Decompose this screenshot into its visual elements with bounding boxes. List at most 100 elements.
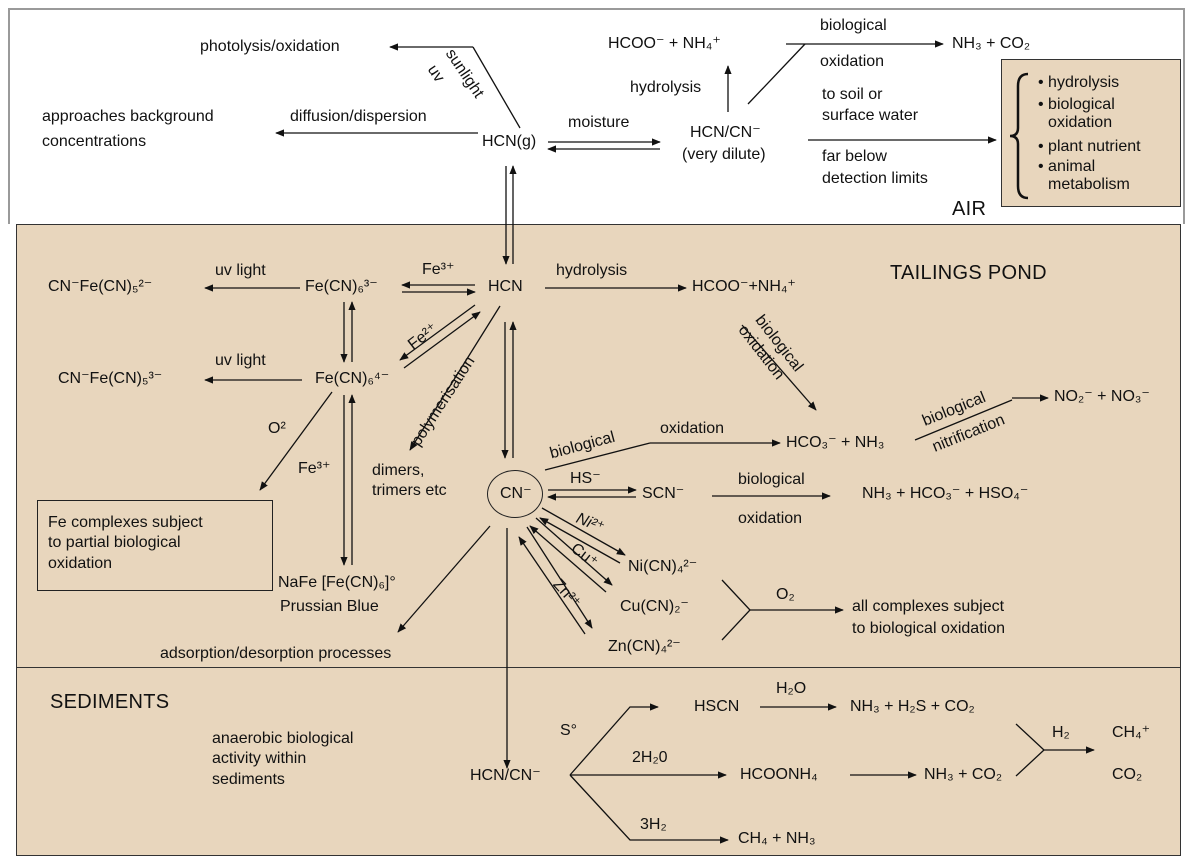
label-scn-bio-1: biological — [738, 471, 805, 488]
label-zn-cn4: Zn(CN)₄²⁻ — [608, 638, 681, 655]
arrow-pond-bio-oxidation — [741, 324, 817, 411]
label-ch4-plus: CH₄⁺ — [1112, 724, 1151, 741]
label-ch4-nh3: CH₄ + NH₃ — [738, 830, 816, 847]
brace — [1009, 72, 1029, 200]
arrow-o2-to-box — [259, 391, 333, 491]
fate-bullet-4: • animal metabolism — [1038, 158, 1158, 194]
label-fe-cn6-4: Fe(CN)₆⁴⁻ — [315, 370, 390, 387]
bio-oxidation-diagonal — [747, 43, 806, 105]
label-scn-bio-2: oxidation — [738, 510, 803, 527]
arrow-cu-to-cn — [529, 525, 607, 593]
label-pond-hcn: HCN — [488, 278, 523, 295]
label-nh3-hco3-hso4: NH₃ + HCO₃⁻ + HSO₄⁻ — [862, 485, 1029, 502]
label-fe3-top: Fe³⁺ — [422, 261, 455, 278]
nitrification-diag — [914, 399, 1013, 441]
label-fe-cn6-3: Fe(CN)₆³⁻ — [305, 278, 378, 295]
arrow-cn-to-cu — [535, 517, 613, 586]
fate-bullet-2: • biological oxidation — [1038, 96, 1158, 132]
label-cn-bio-2: oxidation — [660, 420, 725, 437]
label-fe3-left: Fe³⁺ — [298, 460, 331, 477]
label-prussian-1: NaFe [Fe(CN)₆]° — [278, 574, 396, 591]
label-air-region: AIR — [952, 198, 987, 220]
fe-complexes-box — [37, 500, 273, 591]
label-fe-box-1: Fe complexes subject — [48, 514, 203, 531]
label-all-complexes-2: to biological oxidation — [852, 620, 1005, 637]
label-sed-hcn-cn: HCN/CN⁻ — [470, 767, 541, 784]
label-o2-left: O² — [268, 420, 286, 437]
arrow-zn-to-cn — [518, 536, 586, 635]
arrow-fe2-b — [403, 311, 481, 369]
label-dimers-1: dimers, — [372, 462, 425, 479]
label-prussian-2: Prussian Blue — [280, 598, 379, 615]
label-anaer-1: anaerobic biological — [212, 730, 354, 747]
label-s0: S° — [560, 722, 578, 739]
label-pond-hcoo-nh4: HCOO⁻+NH₄⁺ — [692, 278, 796, 295]
arrow-fe2-a — [399, 304, 476, 361]
fate-bullet-3: • plant nutrient — [1038, 138, 1141, 155]
label-air-hydrolysis: hydrolysis — [630, 79, 702, 96]
label-moisture: moisture — [568, 114, 630, 131]
label-no2-no3: NO₂⁻ + NO₃⁻ — [1054, 388, 1150, 405]
label-anaer-3: sediments — [212, 771, 285, 788]
label-soil-2: surface water — [822, 107, 919, 124]
label-hs: HS⁻ — [570, 470, 601, 487]
label-background-1: approaches background — [42, 108, 214, 125]
label-o2: O₂ — [776, 586, 795, 603]
bio-oxidation-upper-diag — [544, 442, 651, 471]
label-h2o: H₂O — [776, 680, 807, 697]
cyanide-ion-circle — [487, 470, 543, 518]
label-adsorption: adsorption/desorption processes — [160, 645, 392, 662]
label-fe-box-3: oxidation — [48, 555, 113, 572]
label-detect-2: detection limits — [822, 170, 928, 187]
label-sediments-region: SEDIMENTS — [50, 691, 170, 713]
fate-hydrolysis: hydrolysis — [1048, 74, 1120, 91]
label-cu-cn2: Cu(CN)₂⁻ — [620, 598, 689, 615]
label-h2: H₂ — [1052, 724, 1070, 741]
label-air-hcn-cn: HCN/CN⁻ — [690, 124, 761, 141]
label-nh3-h2s-co2: NH₃ + H₂S + CO₂ — [850, 698, 975, 715]
air-fates-box — [1001, 59, 1181, 207]
air-region — [8, 8, 1185, 224]
sediment-fork-bottom — [569, 774, 729, 844]
label-cn-fe5-2: CN⁻Fe(CN)₅²⁻ — [48, 278, 153, 295]
label-ni-cn4: Ni(CN)₄²⁻ — [628, 558, 698, 575]
fate-biological-oxidation: biological oxidation — [1048, 96, 1115, 131]
sediment-fork-top — [569, 703, 659, 776]
label-pond-region: TAILINGS POND — [890, 262, 1047, 284]
label-anaer-2: activity within — [212, 750, 307, 767]
label-cn-fe5-3: CN⁻Fe(CN)₅³⁻ — [58, 370, 163, 387]
label-detect-1: far below — [822, 148, 887, 165]
label-soil-1: to soil or — [822, 86, 883, 103]
label-background-2: concentrations — [42, 133, 147, 150]
label-hco3-nh3: HCO₃⁻ + NH₃ — [786, 434, 885, 451]
arrow-ni-to-cn — [539, 517, 621, 564]
label-air-bio-2: oxidation — [820, 53, 885, 70]
label-air-bio-1: biological — [820, 17, 887, 34]
arrow-polymerisation — [409, 305, 501, 451]
arrow-cn-to-ni — [541, 507, 626, 556]
label-nh3-co2: NH₃ + CO₂ — [952, 35, 1031, 52]
label-scn: SCN⁻ — [642, 485, 685, 502]
label-photolysis: photolysis/oxidation — [200, 38, 340, 55]
label-hcn-gas: HCN(g) — [482, 133, 537, 150]
label-air-hcoo-nh4: HCOO⁻ + NH₄⁺ — [608, 35, 721, 52]
label-2h2o: 2H₂0 — [632, 749, 668, 766]
label-cn-ion: CN⁻ — [500, 485, 532, 502]
label-fe-box-2: to partial biological — [48, 534, 181, 551]
methane-merge — [1015, 723, 1045, 777]
label-uv-light-1: uv light — [215, 262, 266, 279]
fate-animal-metabolism: animal metabolism — [1048, 158, 1130, 193]
arrow-cn-to-adsorption — [397, 525, 491, 633]
label-dimers-2: trimers etc — [372, 482, 447, 499]
fate-bullet-1: • hydrolysis — [1038, 74, 1120, 91]
complexes-merge — [721, 579, 751, 641]
label-uv-light-2: uv light — [215, 352, 266, 369]
label-hcoonh4: HCOONH₄ — [740, 766, 818, 783]
tailings-pond-region — [16, 224, 1181, 668]
label-all-complexes-1: all complexes subject — [852, 598, 1005, 615]
label-co2: CO₂ — [1112, 766, 1143, 783]
fate-plant-nutrient: plant nutrient — [1048, 138, 1141, 155]
sunlight-diagonal — [472, 46, 521, 129]
